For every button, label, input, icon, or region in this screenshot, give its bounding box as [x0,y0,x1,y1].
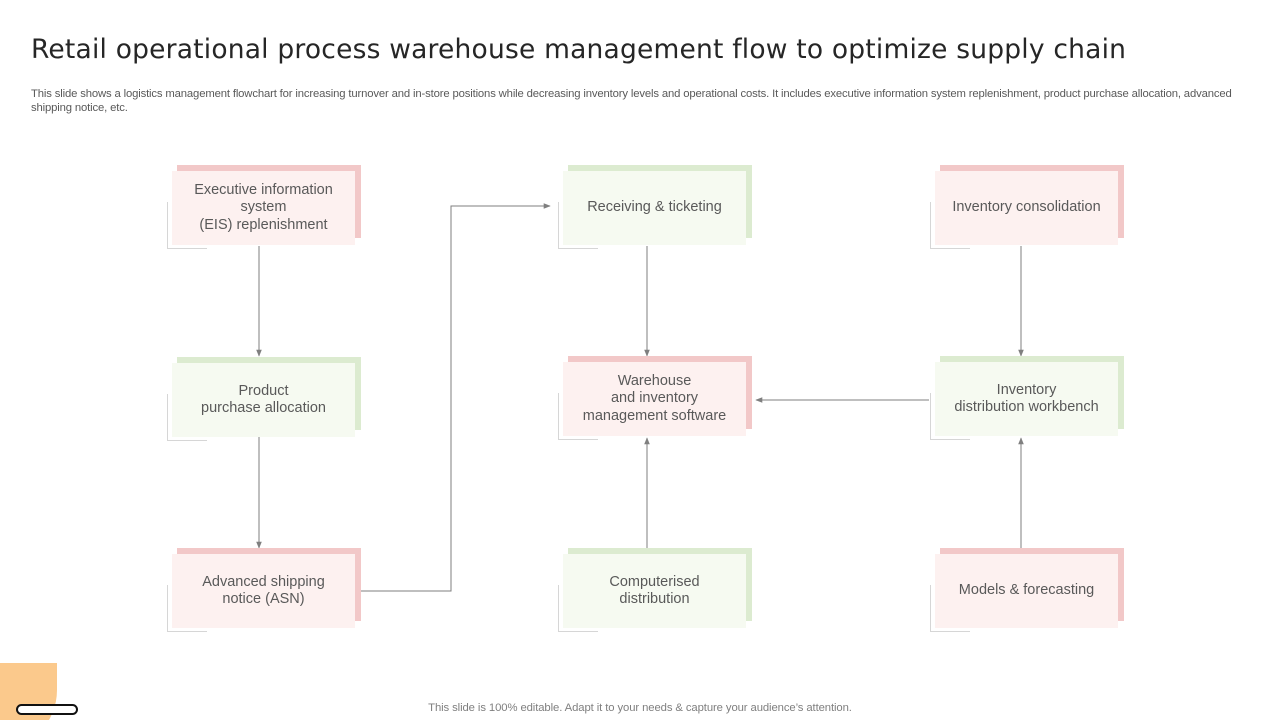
card-corner-outline [167,202,207,249]
node-label: Inventory distribution workbench [935,362,1118,436]
slide-subtitle: This slide shows a logistics management … [31,88,1232,114]
card-corner-outline [167,394,207,441]
node-computerised-distribution[interactable]: Computerised distribution [558,548,752,633]
node-label: Computerised distribution [563,554,746,628]
node-label: Receiving & ticketing [563,171,746,245]
card-corner-outline [930,393,970,440]
card-corner-outline [558,202,598,249]
node-label: Advanced shipping notice (ASN) [172,554,355,628]
node-label: Executive information system (EIS) reple… [172,171,355,245]
node-receiving-ticketing[interactable]: Receiving & ticketing [558,165,752,250]
node-advanced-shipping-notice[interactable]: Advanced shipping notice (ASN) [167,548,361,633]
card-corner-outline [558,585,598,632]
card-corner-outline [930,202,970,249]
node-models-forecasting[interactable]: Models & forecasting [930,548,1124,633]
node-label: Warehouse and inventory management softw… [563,362,746,436]
card-corner-outline [167,585,207,632]
slide-title: Retail operational process warehouse man… [31,34,1127,65]
node-inventory-distribution-workbench[interactable]: Inventory distribution workbench [930,356,1124,441]
node-inventory-consolidation[interactable]: Inventory consolidation [930,165,1124,250]
card-corner-outline [930,585,970,632]
node-warehouse-inventory-software[interactable]: Warehouse and inventory management softw… [558,356,752,441]
node-product-purchase-allocation[interactable]: Product purchase allocation [167,357,361,442]
footer-note: This slide is 100% editable. Adapt it to… [428,702,852,714]
connector-asn-to-rt [361,203,551,592]
node-label: Inventory consolidation [935,171,1118,245]
decorative-pill-shape [16,704,78,715]
node-eis[interactable]: Executive information system (EIS) reple… [167,165,361,250]
card-corner-outline [558,393,598,440]
node-label: Models & forecasting [935,554,1118,628]
node-label: Product purchase allocation [172,363,355,437]
